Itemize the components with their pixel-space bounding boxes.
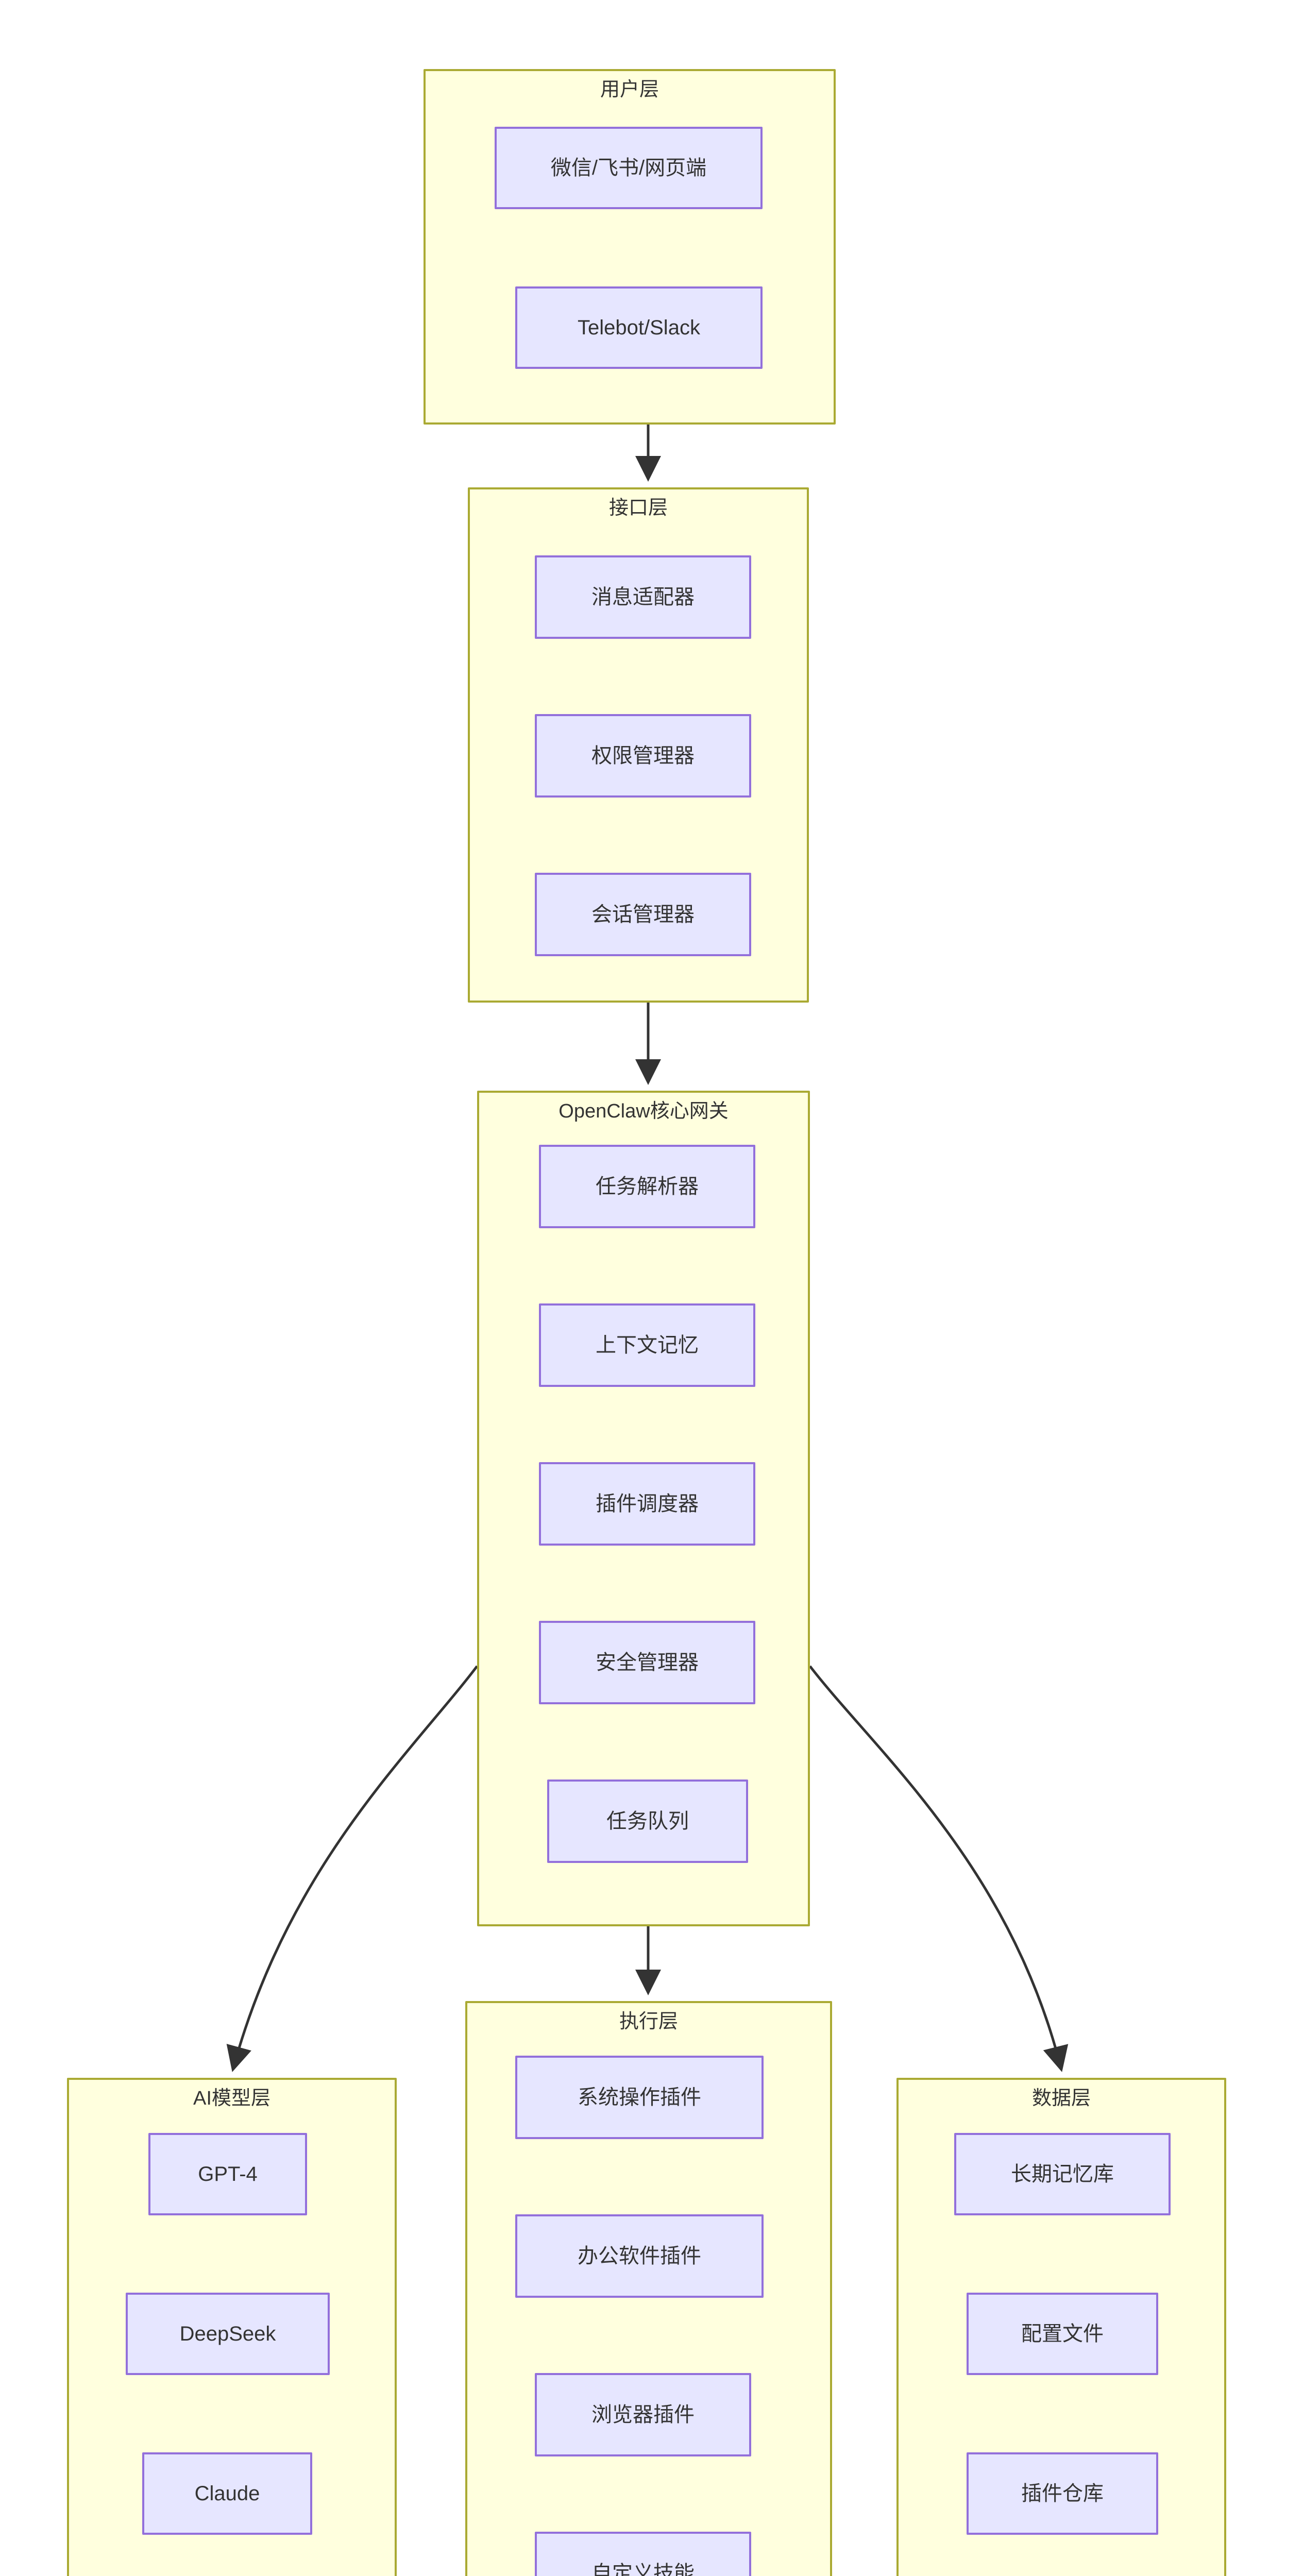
node-claude[interactable]: Claude — [142, 2452, 312, 2535]
node-message-adapter[interactable]: 消息适配器 — [535, 555, 751, 639]
node-deepseek[interactable]: DeepSeek — [126, 2293, 330, 2375]
node-wechat-feishu-web[interactable]: 微信/飞书/网页端 — [495, 127, 763, 209]
node-session-manager[interactable]: 会话管理器 — [535, 873, 751, 956]
node-permission-manager[interactable]: 权限管理器 — [535, 714, 751, 798]
cluster-title-user-layer: 用户层 — [600, 79, 659, 100]
cluster-title-ai-model-layer: AI模型层 — [193, 2088, 270, 2109]
node-task-parser[interactable]: 任务解析器 — [539, 1145, 755, 1228]
edge-core-to-data — [809, 1665, 1069, 2072]
cluster-title-interface-layer: 接口层 — [608, 497, 668, 519]
node-telebot-slack[interactable]: Telebot/Slack — [515, 286, 763, 369]
cluster-title-data-layer: 数据层 — [1031, 2088, 1091, 2109]
node-plugin-scheduler[interactable]: 插件调度器 — [539, 1462, 755, 1546]
cluster-user-layer[interactable] — [424, 69, 836, 425]
cluster-title-execution-layer: 执行层 — [619, 2011, 678, 2032]
node-gpt-4[interactable]: GPT-4 — [148, 2133, 307, 2215]
node-office-software-plugin[interactable]: 办公软件插件 — [515, 2214, 764, 2298]
node-security-manager[interactable]: 安全管理器 — [539, 1621, 755, 1704]
node-config-file[interactable]: 配置文件 — [967, 2293, 1158, 2375]
cluster-title-core-gateway: OpenClaw核心网关 — [559, 1100, 729, 1122]
node-task-queue[interactable]: 任务队列 — [547, 1780, 748, 1863]
node-system-ops-plugin[interactable]: 系统操作插件 — [515, 2056, 764, 2139]
node-browser-plugin[interactable]: 浏览器插件 — [535, 2373, 751, 2456]
node-context-memory[interactable]: 上下文记忆 — [539, 1303, 755, 1387]
edge-core-to-ai-model — [226, 1665, 478, 2072]
node-plugin-repository[interactable]: 插件仓库 — [967, 2452, 1158, 2535]
node-long-term-memory[interactable]: 长期记忆库 — [954, 2133, 1171, 2215]
node-custom-skill[interactable]: 自定义技能 — [535, 2532, 751, 2576]
